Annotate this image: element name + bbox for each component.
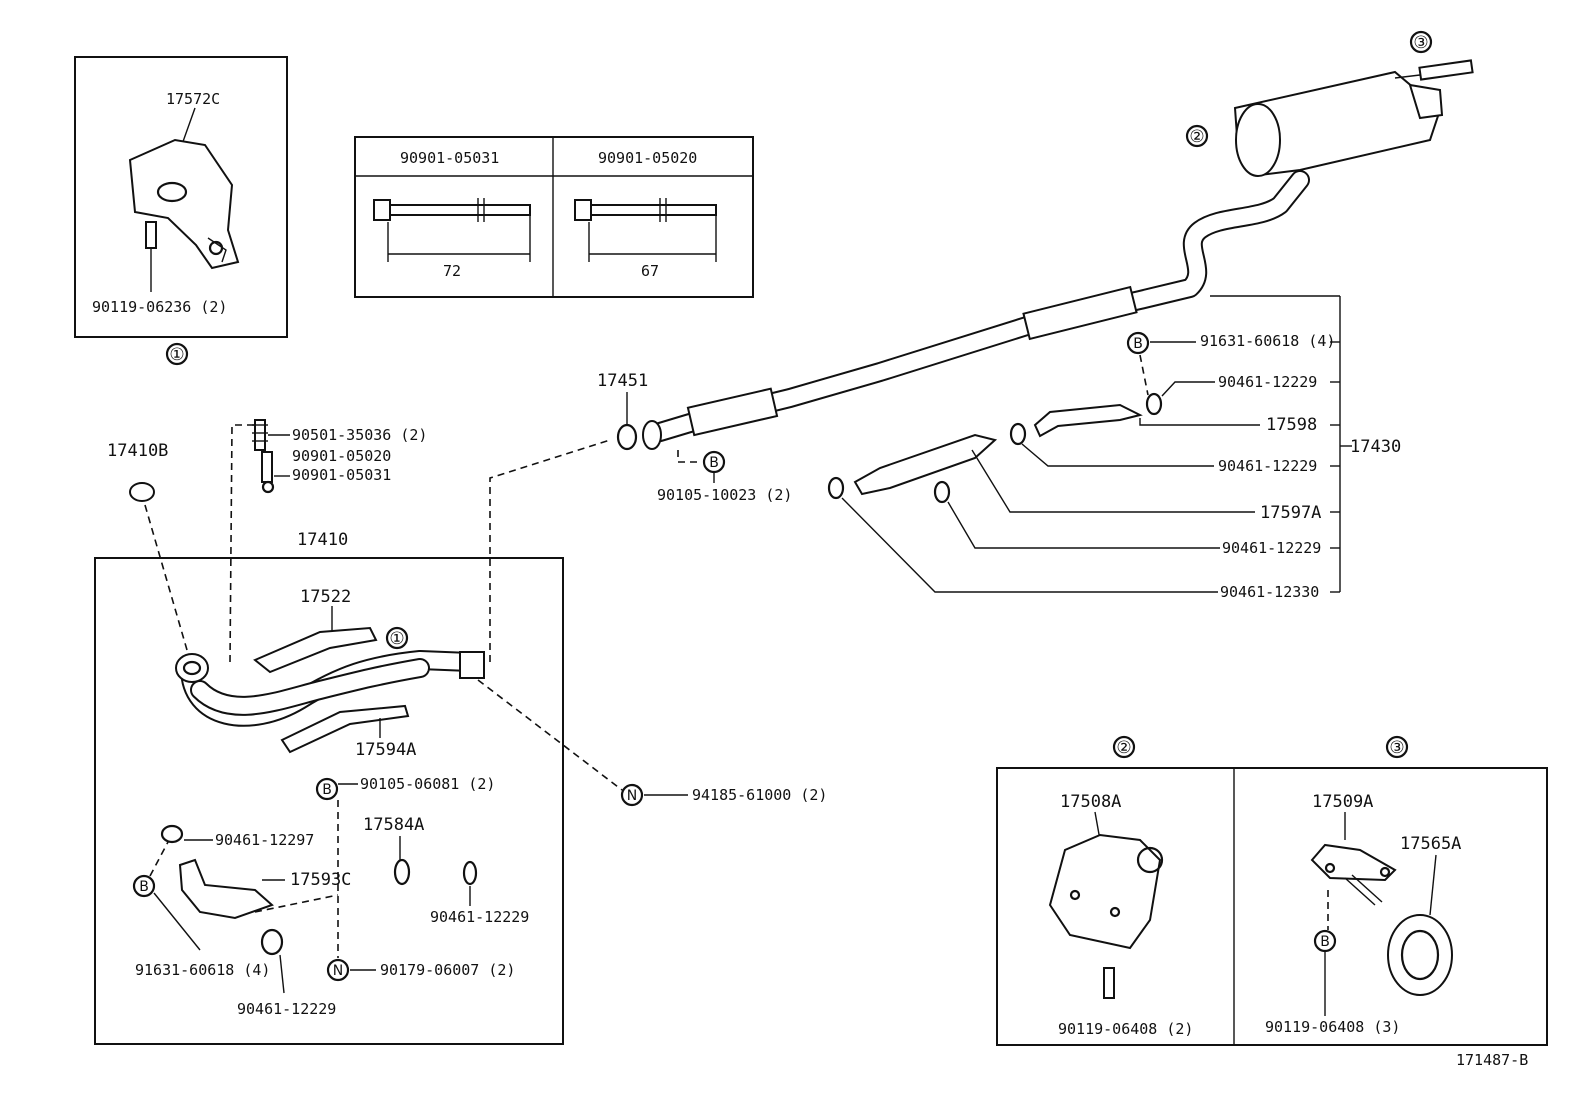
center-item-7-label: 90461-12330 [1220,583,1319,601]
tail-ref-3: ③ [1413,33,1428,53]
front-pipe-drawing [175,650,485,727]
front-pipe-assembly-panel: 17410 17522 17594A ① B 90105-06081 (2) 1… [94,530,564,1045]
center-pipe-assembly-label: 17430 [1350,437,1401,457]
insulator-17594a-drawing [280,704,410,754]
inset-2-part-label: 17508A [1060,792,1121,812]
bolt-table-col2-part: 90901-05020 [598,149,697,167]
bolt-table-col2-length: 67 [641,262,659,280]
stud-1-label: 90501-35036 (2) [292,426,427,444]
main-nut: N 94185-61000 (2) [477,679,827,807]
center-item-2-label: 90461-12229 [1218,373,1317,391]
center-gasket: 17451 [597,371,648,451]
center-item-1-label: 91631-60618 (4) [1200,332,1335,350]
hanger-17565a-drawing [1387,914,1453,996]
main-nut-circle: N [627,788,637,804]
insulator-17598-drawing [1033,403,1143,438]
bolt-72-drawing [373,198,531,262]
center-item-4-label: 90461-12229 [1218,457,1317,475]
inset-2-3-panel: ② ③ 17508A 90119-06408 (2) 17509A 17565A… [996,735,1548,1046]
stud-2-label: 90901-05020 [292,447,391,465]
insulator-17597a-drawing [853,433,998,496]
inset-3-part-1-label: 17509A [1312,792,1373,812]
front-pipe-assembly-label: 17410 [297,530,348,550]
inset-2-ref: ② [1116,738,1131,758]
center-item-5-label: 17597A [1260,503,1321,523]
bolt-table: 90901-05031 90901-05020 72 67 [354,136,754,298]
inset-1-bolt-label: 90119-06236 (2) [92,298,227,316]
inset-3-b-circle: B [1320,934,1330,950]
insulator-17594a-label: 17594A [355,740,416,760]
main-nut-label: 94185-61000 (2) [692,786,827,804]
inset-3-bolt-label: 90119-06408 (3) [1265,1018,1400,1036]
hanger-17508a-drawing [1048,833,1162,950]
center-pipe-parts-list: 17430 B 91631-60618 (4) 90461-12229 1759… [827,295,1401,601]
center-bolt-label: 90105-10023 (2) [657,486,792,504]
clip-b-circle: B [139,879,149,895]
center-bolt: B 90105-10023 (2) [657,450,792,504]
front-pipe-ref-1: ① [389,629,404,649]
center-item-3-label: 17598 [1266,415,1317,435]
bracket-17572c-drawing [128,138,240,270]
bracket-17593c-drawing [178,858,274,920]
insulator-17522-label: 17522 [300,587,351,607]
bolt-table-col1-length: 72 [443,262,461,280]
gasket-17410b-label: 17410B [107,441,168,461]
front-pipe-upper-parts: 17410B 90501-35036 (2) 90901-05020 90901… [107,419,427,663]
nut-n-circle: N [333,963,343,979]
center-pipe-drawing [642,59,1474,450]
clip-b-label: 91631-60618 (4) [135,961,270,979]
inset-1-panel: 17572C 90119-06236 (2) ① [74,56,288,366]
clamp-1-label: 90461-12297 [215,831,314,849]
clamp-3-label: 90461-12229 [237,1000,336,1018]
clamp-2-label: 90461-12229 [430,908,529,926]
clamp-17584a-label: 17584A [363,815,424,835]
center-item-6-label: 90461-12229 [1222,539,1321,557]
gasket-17451-label: 17451 [597,371,648,391]
bolt-b-circle: B [322,782,332,798]
gasket-17410b-drawing [129,482,155,502]
inset-3-ref: ③ [1389,738,1404,758]
inset-2-bolt-label: 90119-06408 (2) [1058,1020,1193,1038]
stud-3-label: 90901-05031 [292,466,391,484]
insulator-17522-drawing [253,626,378,674]
inset-3-part-2-label: 17565A [1400,834,1461,854]
diagram-id: 171487-B [1456,1051,1528,1069]
stud-drawing [252,419,275,494]
bracket-17593c-label: 17593C [290,870,351,890]
center-clip-b-circle: B [1133,336,1143,352]
center-bolt-circle: B [709,455,719,471]
inset-1-ref: ① [169,345,184,365]
bolt-b-label: 90105-06081 (2) [360,775,495,793]
bolt-67-drawing [574,198,717,262]
tail-ref-2: ② [1189,127,1204,147]
bolt-table-col1-part: 90901-05031 [400,149,499,167]
inset-1-part-label: 17572C [166,90,220,108]
nut-n-label: 90179-06007 (2) [380,961,515,979]
